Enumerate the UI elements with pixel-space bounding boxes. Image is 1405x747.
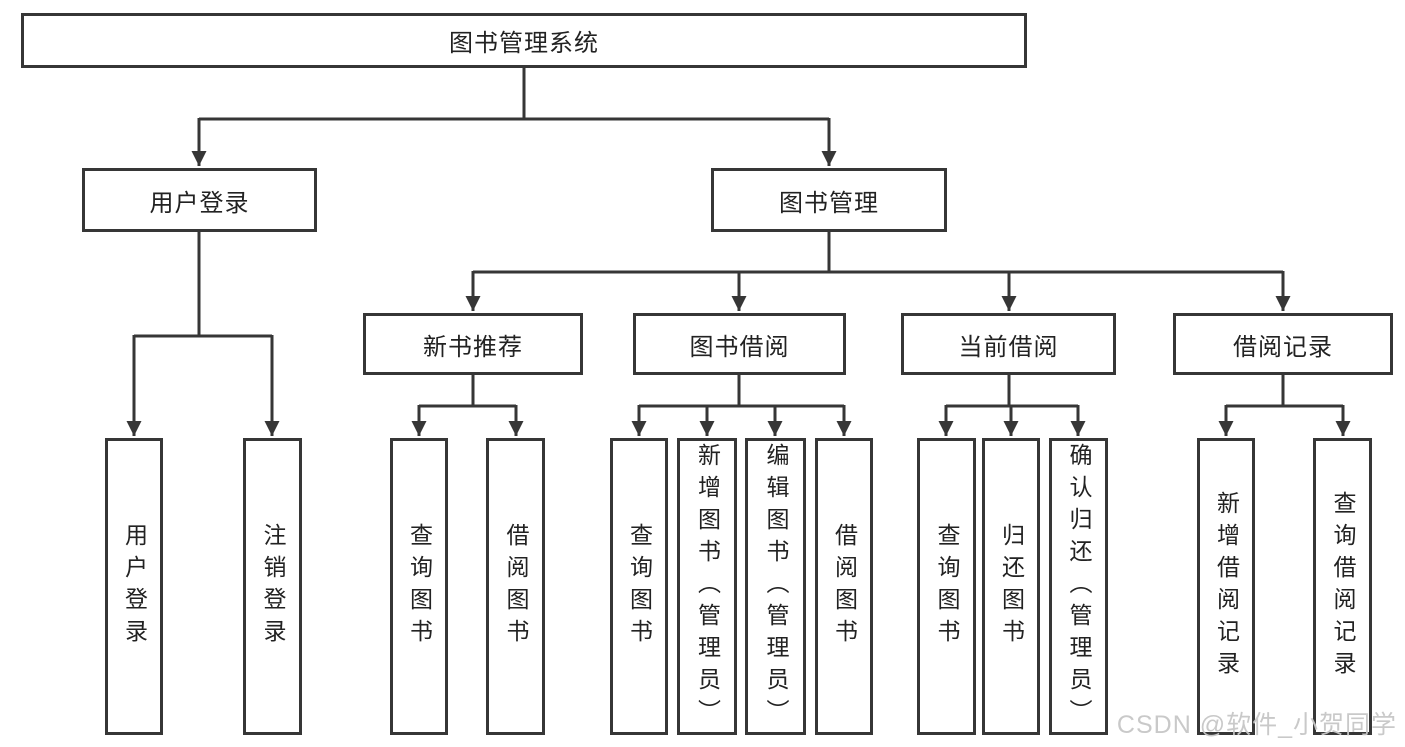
leaf-borrow-query-book-label: 查询图书 bbox=[626, 522, 653, 651]
leaf-borrow-book-label: 借阅图书 bbox=[831, 522, 858, 651]
leaf-recommend-borrow-book: 借阅图书 bbox=[486, 438, 545, 735]
leaf-query-borrow-record: 查询借阅记录 bbox=[1313, 438, 1372, 735]
leaf-recommend-borrow-book-label: 借阅图书 bbox=[503, 522, 529, 651]
leaf-user-login-label: 用户登录 bbox=[121, 522, 148, 651]
node-book-borrow: 图书借阅 bbox=[633, 313, 846, 375]
csdn-watermark: CSDN @软件_小贺同学 bbox=[1116, 711, 1397, 739]
leaf-logout: 注销登录 bbox=[243, 438, 302, 735]
leaf-current-query-book: 查询图书 bbox=[917, 438, 976, 735]
leaf-recommend-query-book: 查询图书 bbox=[390, 438, 448, 735]
leaf-add-book-admin: 新增图书（管理员） bbox=[677, 438, 737, 735]
node-borrow-record: 借阅记录 bbox=[1173, 313, 1393, 375]
leaf-add-borrow-record: 新增借阅记录 bbox=[1197, 438, 1255, 735]
leaf-borrow-query-book: 查询图书 bbox=[610, 438, 668, 735]
node-current-borrow: 当前借阅 bbox=[901, 313, 1116, 375]
leaf-borrow-book: 借阅图书 bbox=[815, 438, 873, 735]
leaf-return-book-label: 归还图书 bbox=[998, 522, 1025, 651]
leaf-query-borrow-record-label: 查询借阅记录 bbox=[1330, 490, 1356, 683]
leaf-confirm-return-admin-label: 确认归还（管理员） bbox=[1066, 442, 1092, 731]
leaf-edit-book-admin: 编辑图书（管理员） bbox=[745, 438, 806, 735]
leaf-edit-book-admin-label: 编辑图书（管理员） bbox=[763, 442, 789, 731]
leaf-recommend-query-book-label: 查询图书 bbox=[406, 522, 433, 651]
node-library-management-system: 图书管理系统 bbox=[21, 13, 1027, 68]
leaf-confirm-return-admin: 确认归还（管理员） bbox=[1049, 438, 1108, 735]
node-book-management: 图书管理 bbox=[711, 168, 947, 232]
node-user-login: 用户登录 bbox=[82, 168, 317, 232]
leaf-return-book: 归还图书 bbox=[982, 438, 1040, 735]
leaf-user-login: 用户登录 bbox=[105, 438, 163, 735]
leaf-logout-label: 注销登录 bbox=[260, 522, 286, 651]
leaf-add-book-admin-label: 新增图书（管理员） bbox=[694, 442, 721, 731]
node-new-book-recommend: 新书推荐 bbox=[363, 313, 583, 375]
leaf-add-borrow-record-label: 新增借阅记录 bbox=[1213, 490, 1240, 683]
leaf-current-query-book-label: 查询图书 bbox=[934, 522, 960, 651]
